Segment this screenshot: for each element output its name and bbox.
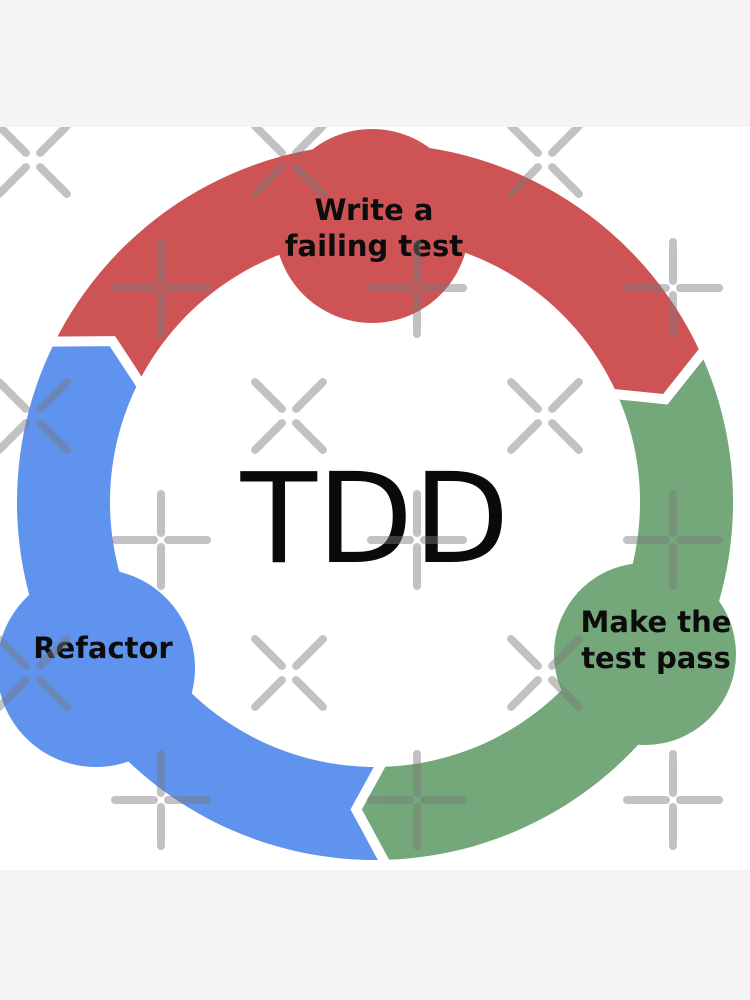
watermark-stroke (292, 127, 327, 157)
label-line: test pass (581, 641, 731, 675)
watermark-stroke (548, 635, 583, 670)
watermark-stroke (36, 419, 71, 454)
watermark-x-icon (507, 635, 583, 711)
watermark-x-icon (0, 635, 71, 711)
watermark-stroke (548, 378, 583, 413)
watermark-plus-icon (623, 238, 723, 338)
watermark-plus-icon (623, 490, 723, 590)
label-line: Refactor (33, 631, 173, 665)
label-line: Make the (581, 605, 732, 639)
watermark-stroke (36, 676, 71, 711)
watermark-x-icon (251, 378, 327, 454)
watermark-plus-icon (367, 238, 467, 338)
bottom-strip (0, 870, 750, 1000)
watermark-x-icon (251, 127, 327, 198)
watermark-plus-icon (367, 490, 467, 590)
center-label-tdd: TDD (240, 447, 510, 592)
watermark-plus-icon (111, 490, 211, 590)
watermark-x-icon (507, 127, 583, 198)
label-bulge-make-test-pass (554, 563, 736, 745)
watermark-stroke (292, 163, 327, 198)
watermark-x-icon (0, 127, 71, 198)
segment-make-test-pass (356, 350, 736, 860)
junction-gap (45, 336, 149, 393)
watermark-stroke (0, 163, 30, 198)
watermark-stroke (292, 635, 327, 670)
watermark-x-icon (0, 378, 71, 454)
watermark-stroke (36, 127, 71, 157)
watermark-plus-icon (623, 750, 723, 850)
watermark-stroke (251, 378, 286, 413)
label-bulge-refactor (0, 569, 195, 767)
watermark-stroke (292, 378, 327, 413)
arc-write-failing-test (53, 143, 700, 400)
watermark-stroke (0, 676, 30, 711)
watermark-stroke (251, 676, 286, 711)
watermark-x-icon (507, 378, 583, 454)
label-bulge-write-failing-test (275, 129, 469, 323)
watermark-plus-icon (367, 750, 467, 850)
label-line: Write a (315, 193, 434, 227)
label-refactor: Refactor (33, 631, 173, 665)
label-line: failing test (285, 229, 463, 263)
top-strip (0, 0, 750, 127)
watermark-stroke (292, 676, 327, 711)
watermark-overlay (0, 127, 723, 850)
watermark-stroke (548, 419, 583, 454)
watermark-stroke (36, 635, 71, 670)
segment-refactor (0, 341, 388, 861)
watermark-plus-icon (111, 238, 211, 338)
watermark-stroke (0, 419, 30, 454)
watermark-stroke (292, 419, 327, 454)
junction-gap (350, 756, 393, 871)
watermark-stroke (507, 127, 542, 157)
watermark-stroke (0, 378, 30, 413)
watermark-stroke (507, 163, 542, 198)
watermark-stroke (548, 676, 583, 711)
watermark-stroke (507, 635, 542, 670)
watermark-stroke (507, 676, 542, 711)
segment-write-failing-test (53, 129, 700, 400)
watermark-stroke (36, 163, 71, 198)
watermark-stroke (251, 635, 286, 670)
watermark-stroke (507, 419, 542, 454)
watermark-plus-icon (111, 750, 211, 850)
watermark-stroke (548, 127, 583, 157)
watermark-stroke (36, 378, 71, 413)
watermark-x-icon (251, 635, 327, 711)
junction-gap (607, 344, 711, 405)
watermark-stroke (251, 163, 286, 198)
watermark-stroke (548, 163, 583, 198)
watermark-stroke (507, 378, 542, 413)
watermark-stroke (251, 127, 286, 157)
watermark-stroke (0, 635, 30, 670)
watermark-stroke (251, 419, 286, 454)
watermark-stroke (0, 127, 30, 157)
